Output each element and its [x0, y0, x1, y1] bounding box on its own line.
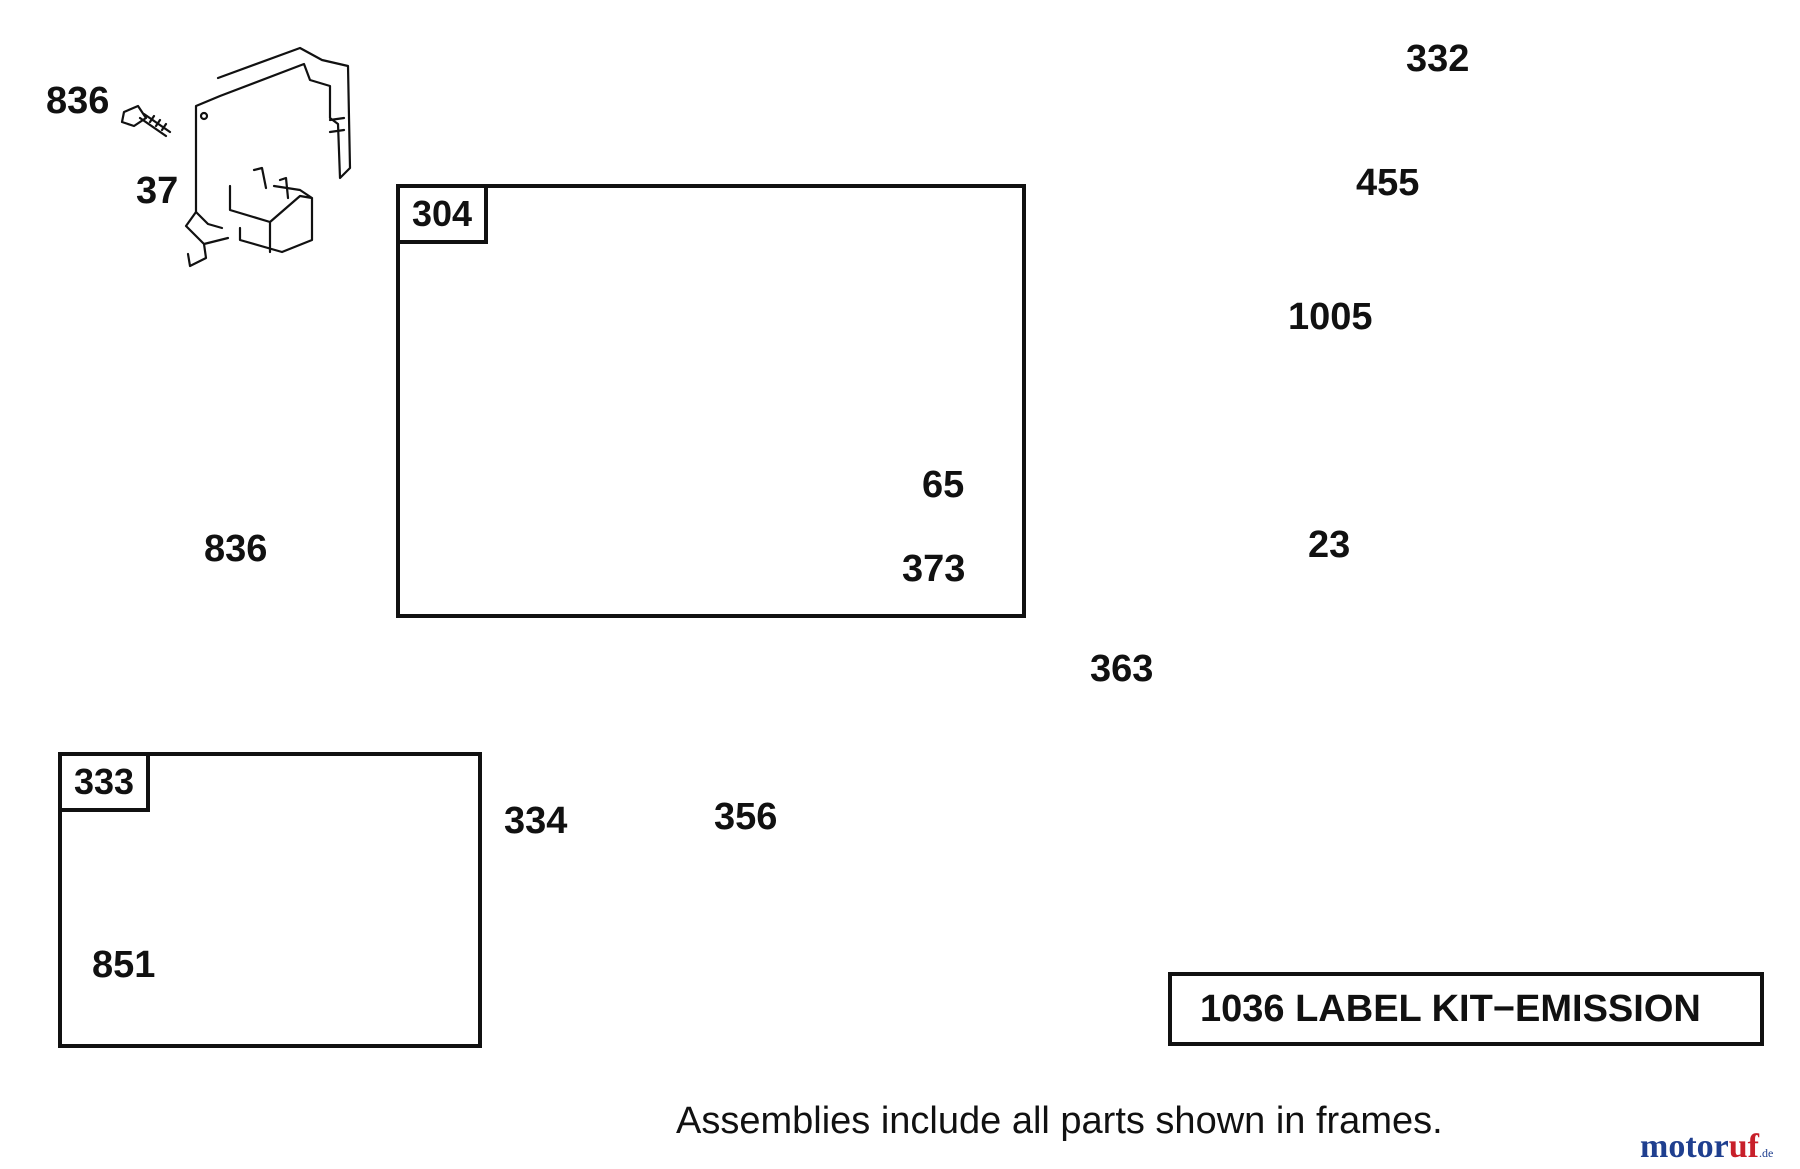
label-65: 65 — [922, 464, 965, 506]
label-851: 851 — [92, 944, 156, 986]
frame-304: 304 — [396, 184, 1026, 618]
watermark-suffix: .de — [1758, 1146, 1774, 1160]
label-23: 23 — [1308, 524, 1351, 566]
label-356: 356 — [714, 796, 778, 838]
watermark-logo: motoruf.de — [1640, 1128, 1773, 1166]
label-836-top: 836 — [46, 80, 110, 122]
label-kit-emission-box: 1036 LABEL KIT−EMISSION — [1168, 972, 1764, 1046]
label-1005: 1005 — [1288, 296, 1373, 338]
label-836-mid: 836 — [204, 528, 268, 570]
label-373: 373 — [902, 548, 966, 590]
label-363: 363 — [1090, 648, 1154, 690]
label-334: 334 — [504, 800, 568, 842]
watermark-part2: uf — [1728, 1128, 1759, 1165]
label-37: 37 — [136, 170, 179, 212]
watermark-part1: motor — [1640, 1128, 1729, 1165]
frame-333: 333 — [58, 752, 482, 1048]
bracket-37-icon — [184, 46, 352, 268]
label-304: 304 — [396, 184, 489, 244]
label-kit-emission-text: 1036 LABEL KIT−EMISSION — [1200, 987, 1701, 1030]
label-333: 333 — [58, 752, 151, 812]
screw-836-top-icon — [120, 104, 172, 138]
label-332: 332 — [1406, 38, 1470, 80]
assemblies-footnote: Assemblies include all parts shown in fr… — [676, 1100, 1443, 1142]
label-455: 455 — [1356, 162, 1420, 204]
